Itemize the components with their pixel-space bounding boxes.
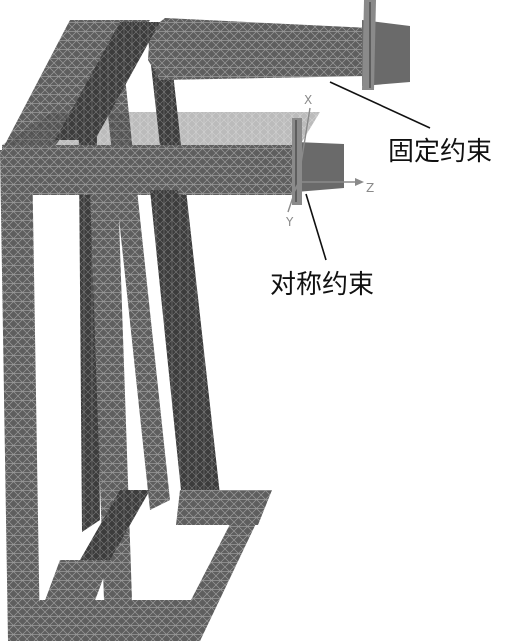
frame-top [2,18,370,195]
label-fixed-constraint: 固定约束 [388,137,492,167]
axis-triad: X Z Y [285,93,374,229]
front-right-post [150,190,210,500]
constraint-marker-symmetry [292,118,344,205]
bottom-front-beam [25,600,215,641]
leader-line-fixed [329,81,431,129]
axis-label-z: Z [366,181,374,195]
constraint-marker-fixed [362,0,410,90]
front-left-post [0,150,40,641]
leader-line-symmetry [305,193,327,261]
top-front-beam [2,145,300,195]
axis-label-y: Y [285,215,294,229]
label-symmetry-constraint: 对称约束 [270,270,374,300]
top-rear-beam [148,18,370,80]
bottom-cross-beam [80,490,150,560]
axis-label-x: X [304,93,312,107]
frame-bottom [25,490,272,641]
top-front-beam-face [2,112,320,145]
top-cross-beam [55,22,160,140]
